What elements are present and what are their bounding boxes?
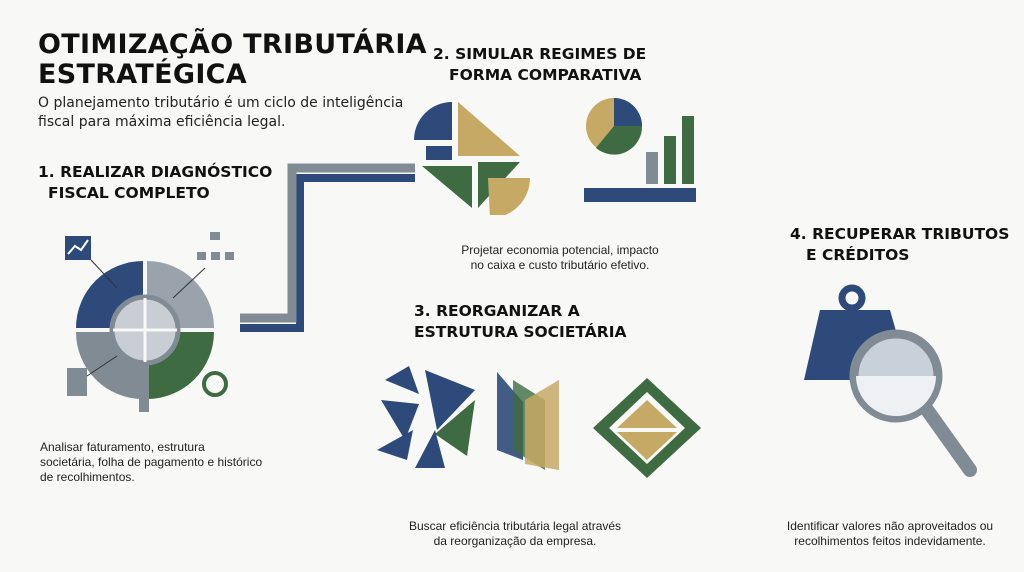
title-line: OTIMIZAÇÃO TRIBUTÁRIA	[38, 29, 427, 60]
subtitle-line: fiscal para máxima eficiência legal.	[38, 114, 286, 130]
regime-comparison-puzzle-icon	[414, 102, 530, 215]
step-title-line: 3. REORGANIZAR A	[414, 302, 580, 320]
page-subtitle: O planejamento tributário é um ciclo de …	[38, 94, 403, 132]
desc-line: de recolhimentos.	[40, 470, 135, 484]
subtitle-line: O planejamento tributário é um ciclo de …	[38, 95, 404, 111]
step-4-title: 4. RECUPERAR TRIBUTOS E CRÉDITOS	[790, 224, 1009, 266]
weight-magnifier-icon	[804, 284, 977, 477]
restructure-shapes-icon	[377, 366, 701, 478]
step-title-line: 1. REALIZAR DIAGNÓSTICO	[38, 163, 273, 181]
desc-line: no caixa e custo tributário efetivo.	[470, 258, 650, 272]
step-3-title: 3. REORGANIZAR A ESTRUTURA SOCIETÁRIA	[414, 301, 626, 343]
desc-line: Projetar economia potencial, impacto	[461, 243, 659, 257]
desc-line: Buscar eficiência tributária legal atrav…	[408, 519, 622, 533]
desc-line: Analisar faturamento, estrutura	[40, 440, 205, 454]
page-title: OTIMIZAÇÃO TRIBUTÁRIA ESTRATÉGICA	[38, 30, 427, 90]
desc-line: da reorganização da empresa.	[433, 534, 597, 548]
step-4-description: Identificar valores não aproveitados ou …	[770, 519, 1010, 549]
step-3-description: Buscar eficiência tributária legal atrav…	[400, 519, 630, 549]
connector-path-graphic	[240, 163, 415, 332]
pie-and-bar-chart-icon	[584, 98, 696, 202]
step-1-description: Analisar faturamento, estrutura societár…	[40, 440, 262, 485]
step-title-line: ESTRUTURA SOCIETÁRIA	[414, 323, 627, 341]
step-1-title: 1. REALIZAR DIAGNÓSTICO FISCAL COMPLETO	[38, 162, 272, 204]
step-title-line: 2. SIMULAR REGIMES DE	[433, 45, 647, 63]
desc-line: societária, folha de pagamento e históri…	[40, 455, 263, 469]
desc-line: recolhimentos feitos indevidamente.	[794, 534, 986, 548]
step-title-line: 4. RECUPERAR TRIBUTOS	[790, 225, 1010, 243]
step-2-title: 2. SIMULAR REGIMES DE FORMA COMPARATIVA	[433, 44, 646, 86]
step-2-description: Projetar economia potencial, impacto no …	[440, 243, 680, 273]
title-line: ESTRATÉGICA	[38, 59, 247, 90]
step-title-line: FISCAL COMPLETO	[48, 184, 210, 202]
desc-line: Identificar valores não aproveitados ou	[786, 519, 994, 533]
step-title-line: FORMA COMPARATIVA	[449, 66, 642, 84]
step-title-line: E CRÉDITOS	[806, 246, 910, 264]
diagnostic-wheel-icon	[65, 232, 234, 412]
